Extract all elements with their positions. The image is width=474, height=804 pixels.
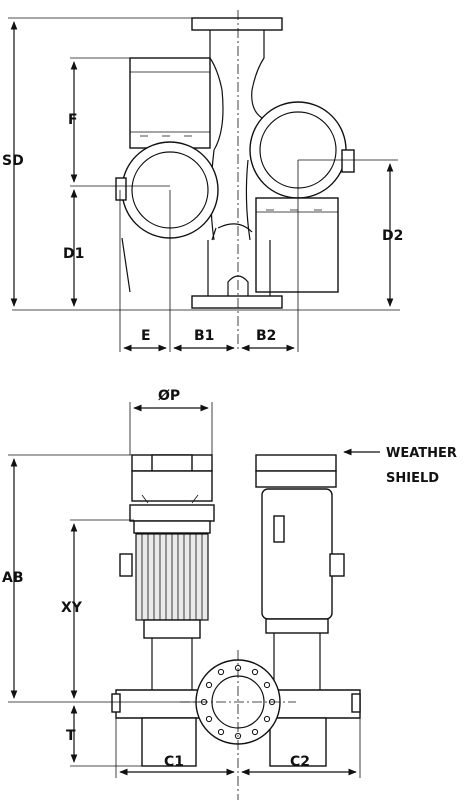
dim-d1-label: D1 — [63, 246, 84, 262]
dim-t-label: T — [66, 728, 76, 744]
weather-shield-right — [255, 454, 337, 472]
dim-xy-label: XY — [61, 600, 83, 616]
dim-c2-label: C2 — [290, 754, 310, 770]
motor-right — [261, 488, 333, 620]
dim-e-label: E — [141, 328, 151, 344]
dim-d2-label: D2 — [382, 228, 403, 244]
dim-p-label: ØP — [158, 388, 180, 404]
dim-ab-label: AB — [2, 570, 24, 586]
dim-f-label: F — [68, 112, 78, 128]
dim-b2-label: B2 — [256, 328, 276, 344]
callout-shield: SHIELD — [386, 471, 439, 486]
top-view: SD F D1 D2 E B1 B2 — [2, 10, 403, 352]
bottom-flange — [191, 295, 283, 309]
motor-1-box — [129, 57, 211, 149]
front-view: ØP AB XY T C1 C2 WEATHER SHIELD — [2, 388, 457, 800]
dim-b1-label: B1 — [194, 328, 214, 344]
dim-c1-label: C1 — [164, 754, 184, 770]
top-flange — [191, 17, 283, 31]
callout-weather: WEATHER — [386, 446, 457, 461]
dim-sd-label: SD — [2, 153, 24, 169]
